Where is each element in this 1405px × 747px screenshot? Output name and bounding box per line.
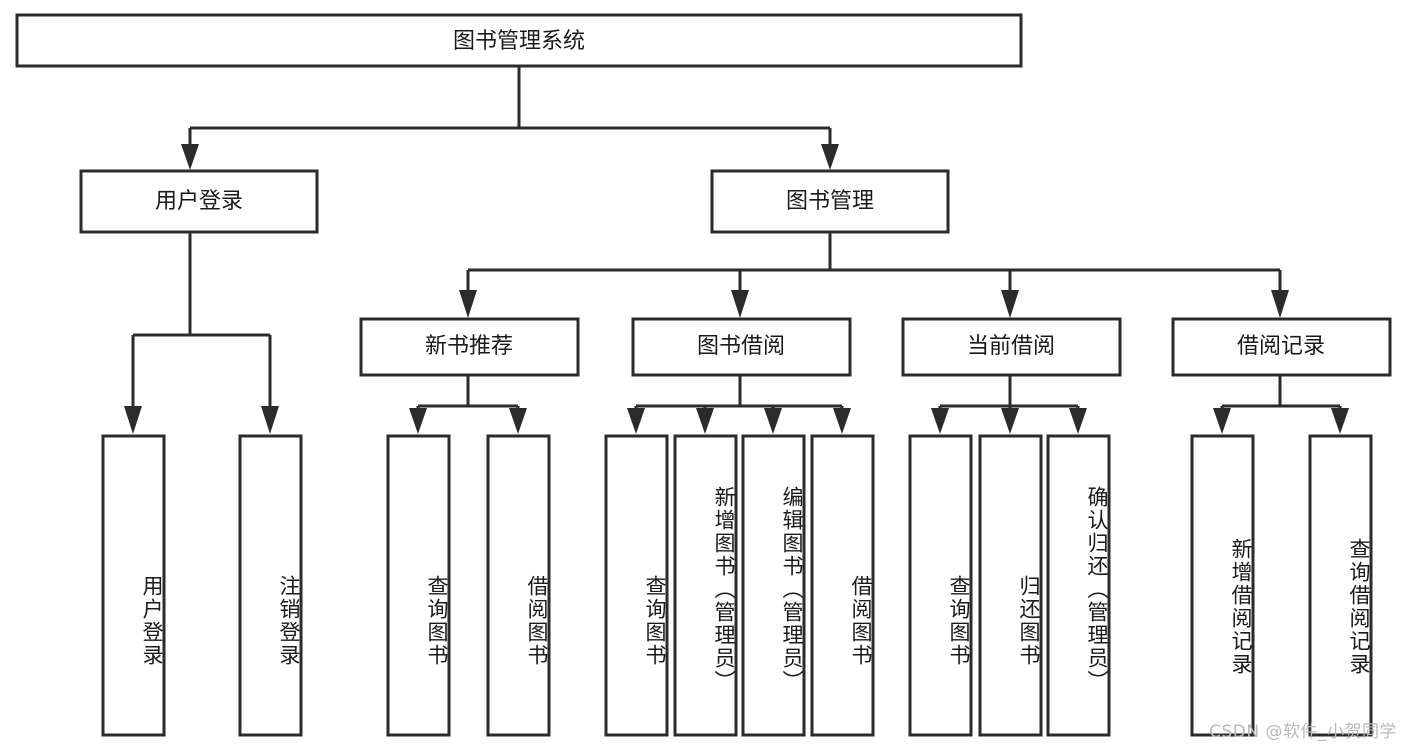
arrow-head-new-book-recommend	[459, 290, 477, 318]
leaf-box-query-book-2[interactable]	[604, 434, 669, 737]
connector-group-borrow-record	[1213, 375, 1349, 434]
connector-group-user-login	[124, 232, 279, 434]
leaf-box-group	[101, 434, 1373, 737]
node-user-login-label: 用户登录	[155, 189, 243, 214]
node-user-login-box[interactable]	[79, 169, 319, 234]
node-book-borrow[interactable]: 图书借阅	[631, 317, 852, 377]
arrow-head-book-borrow	[731, 290, 749, 318]
leaf-box-return-book[interactable]	[978, 434, 1043, 737]
arrow-head-leaf-return-book	[1001, 408, 1019, 434]
arrow-head-leaf-query-record	[1331, 408, 1349, 434]
connector-group-current-borrow	[931, 375, 1087, 434]
arrow-head-leaf-query-book-1	[409, 408, 427, 434]
arrow-head-leaf-edit-book	[764, 408, 782, 434]
arrow-head-leaf-query-book-3	[931, 408, 949, 434]
node-book-management-label: 图书管理	[786, 189, 874, 214]
node-borrow-record-box[interactable]	[1171, 317, 1392, 377]
node-current-borrow-label: 当前借阅	[967, 334, 1055, 359]
arrow-head-leaf-query-book-2	[627, 408, 645, 434]
leaf-box-add-book[interactable]	[673, 434, 738, 737]
node-book-management-box[interactable]	[710, 169, 950, 234]
node-new-book-recommend-box[interactable]	[359, 317, 580, 377]
leaf-box-query-book-1[interactable]	[386, 434, 451, 737]
arrow-head-borrow-record	[1271, 290, 1289, 318]
node-current-borrow-box[interactable]	[901, 317, 1122, 377]
arrow-head-leaf-user-login	[124, 406, 142, 434]
node-root-box[interactable]	[15, 13, 1023, 68]
leaf-box-user-login[interactable]	[101, 434, 166, 737]
connector-group-book-management	[459, 232, 1289, 318]
leaf-box-logout-login[interactable]	[238, 434, 303, 737]
node-borrow-record[interactable]: 借阅记录	[1171, 317, 1392, 377]
arrow-head-user-login	[181, 144, 199, 170]
arrow-head-leaf-confirm-return	[1069, 408, 1087, 434]
node-root[interactable]: 图书管理系统	[15, 13, 1023, 68]
connector-group-book-borrow	[627, 375, 851, 434]
arrow-head-leaf-add-book	[696, 408, 714, 434]
leaf-box-edit-book[interactable]	[741, 434, 806, 737]
leaf-box-borrow-book-2[interactable]	[810, 434, 875, 737]
arrow-head-leaf-logout	[261, 406, 279, 434]
arrow-head-current-borrow	[1001, 290, 1019, 318]
connector-group-root	[181, 66, 839, 170]
arrow-head-book-mgmt	[821, 144, 839, 170]
leaf-box-borrow-book-1[interactable]	[486, 434, 551, 737]
arrow-head-leaf-borrow-book-1	[509, 408, 527, 434]
node-book-borrow-label: 图书借阅	[697, 334, 785, 359]
connector-group-new-book-recommend	[409, 375, 527, 434]
arrow-head-leaf-borrow-book-2	[833, 408, 851, 434]
node-new-book-recommend[interactable]: 新书推荐	[359, 317, 580, 377]
leaf-box-query-record[interactable]	[1308, 434, 1373, 737]
arrow-head-leaf-add-record	[1213, 408, 1231, 434]
node-book-borrow-box[interactable]	[631, 317, 852, 377]
csdn-watermark: CSDN @软件_小贺同学	[1209, 722, 1397, 742]
leaf-box-confirm-return[interactable]	[1046, 434, 1111, 737]
node-root-label: 图书管理系统	[453, 29, 585, 54]
node-borrow-record-label: 借阅记录	[1237, 334, 1325, 359]
leaf-box-add-record[interactable]	[1190, 434, 1255, 737]
node-user-login[interactable]: 用户登录	[79, 169, 319, 234]
node-new-book-recommend-label: 新书推荐	[425, 334, 513, 359]
node-book-management[interactable]: 图书管理	[710, 169, 950, 234]
leaf-box-query-book-3[interactable]	[908, 434, 973, 737]
node-current-borrow[interactable]: 当前借阅	[901, 317, 1122, 377]
